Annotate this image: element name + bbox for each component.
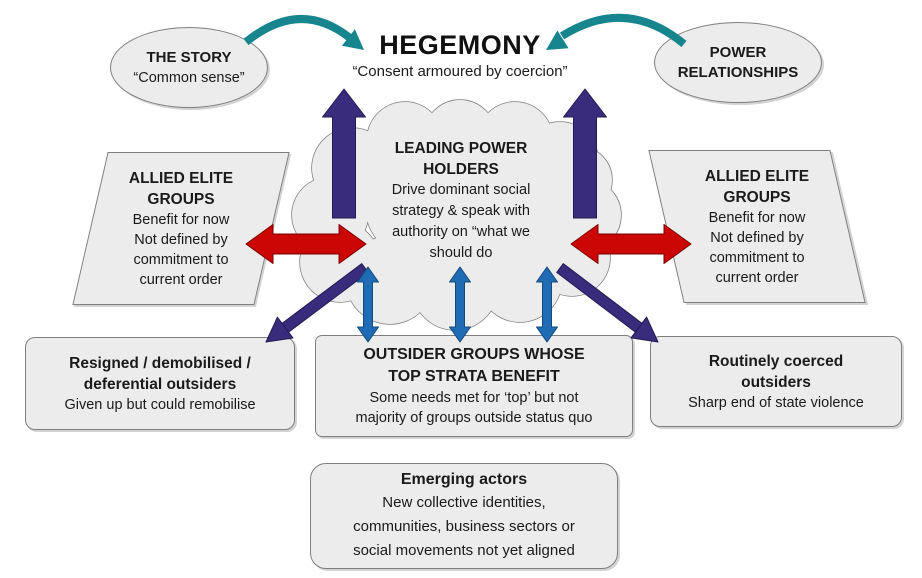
resigned-title: Resigned / demobilised / deferential out… bbox=[69, 354, 251, 393]
story-title: THE STORY bbox=[146, 48, 232, 66]
allied-left-title: ALLIED ELITE GROUPS bbox=[128, 169, 234, 208]
allied-right-body: Benefit for now Not defined by commitmen… bbox=[708, 209, 806, 286]
coerced-title: Routinely coerced outsiders bbox=[708, 352, 844, 391]
outsider-body: Some needs met for ‘top’ but not majorit… bbox=[355, 390, 593, 426]
allied-elite-groups-right: ALLIED ELITE GROUPS Benefit for now Not … bbox=[648, 150, 866, 303]
cloud-body: Drive dominant social strategy & speak w… bbox=[391, 182, 531, 261]
power-relationships-title: POWER RELATIONSHIPS bbox=[677, 43, 799, 81]
emerging-body: New collective identities, communities, … bbox=[353, 494, 575, 559]
coerced-outsiders-box: Routinely coerced outsiders Sharp end of… bbox=[650, 336, 902, 427]
story-ellipse: THE STORY “Common sense” bbox=[110, 27, 268, 108]
power-relationships-ellipse: POWER RELATIONSHIPS bbox=[654, 22, 822, 103]
outsider-groups-box: OUTSIDER GROUPS WHOSE TOP STRATA BENEFIT… bbox=[315, 335, 633, 437]
allied-left-body: Benefit for now Not defined by commitmen… bbox=[132, 211, 230, 288]
cloud-title: LEADING POWER HOLDERS bbox=[394, 140, 528, 178]
allied-elite-groups-left: ALLIED ELITE GROUPS Benefit for now Not … bbox=[72, 152, 290, 305]
resigned-outsiders-box: Resigned / demobilised / deferential out… bbox=[25, 337, 295, 430]
emerging-actors-box: Emerging actors New collective identitie… bbox=[310, 463, 618, 569]
emerging-title: Emerging actors bbox=[400, 471, 528, 488]
allied-right-title: ALLIED ELITE GROUPS bbox=[704, 167, 810, 206]
hegemony-title: HEGEMONY bbox=[379, 30, 541, 60]
coerced-body: Sharp end of state violence bbox=[688, 394, 864, 411]
story-subtitle: “Common sense” bbox=[133, 69, 245, 86]
resigned-body: Given up but could remobilise bbox=[64, 396, 256, 413]
leading-power-holders-cloud: LEADING POWER HOLDERS Drive dominant soc… bbox=[355, 138, 567, 264]
outsider-title: OUTSIDER GROUPS WHOSE TOP STRATA BENEFIT bbox=[363, 346, 585, 385]
hegemony-subtitle: “Consent armoured by coercion” bbox=[352, 63, 568, 80]
hegemony-title-block: HEGEMONY “Consent armoured by coercion” bbox=[290, 30, 630, 80]
